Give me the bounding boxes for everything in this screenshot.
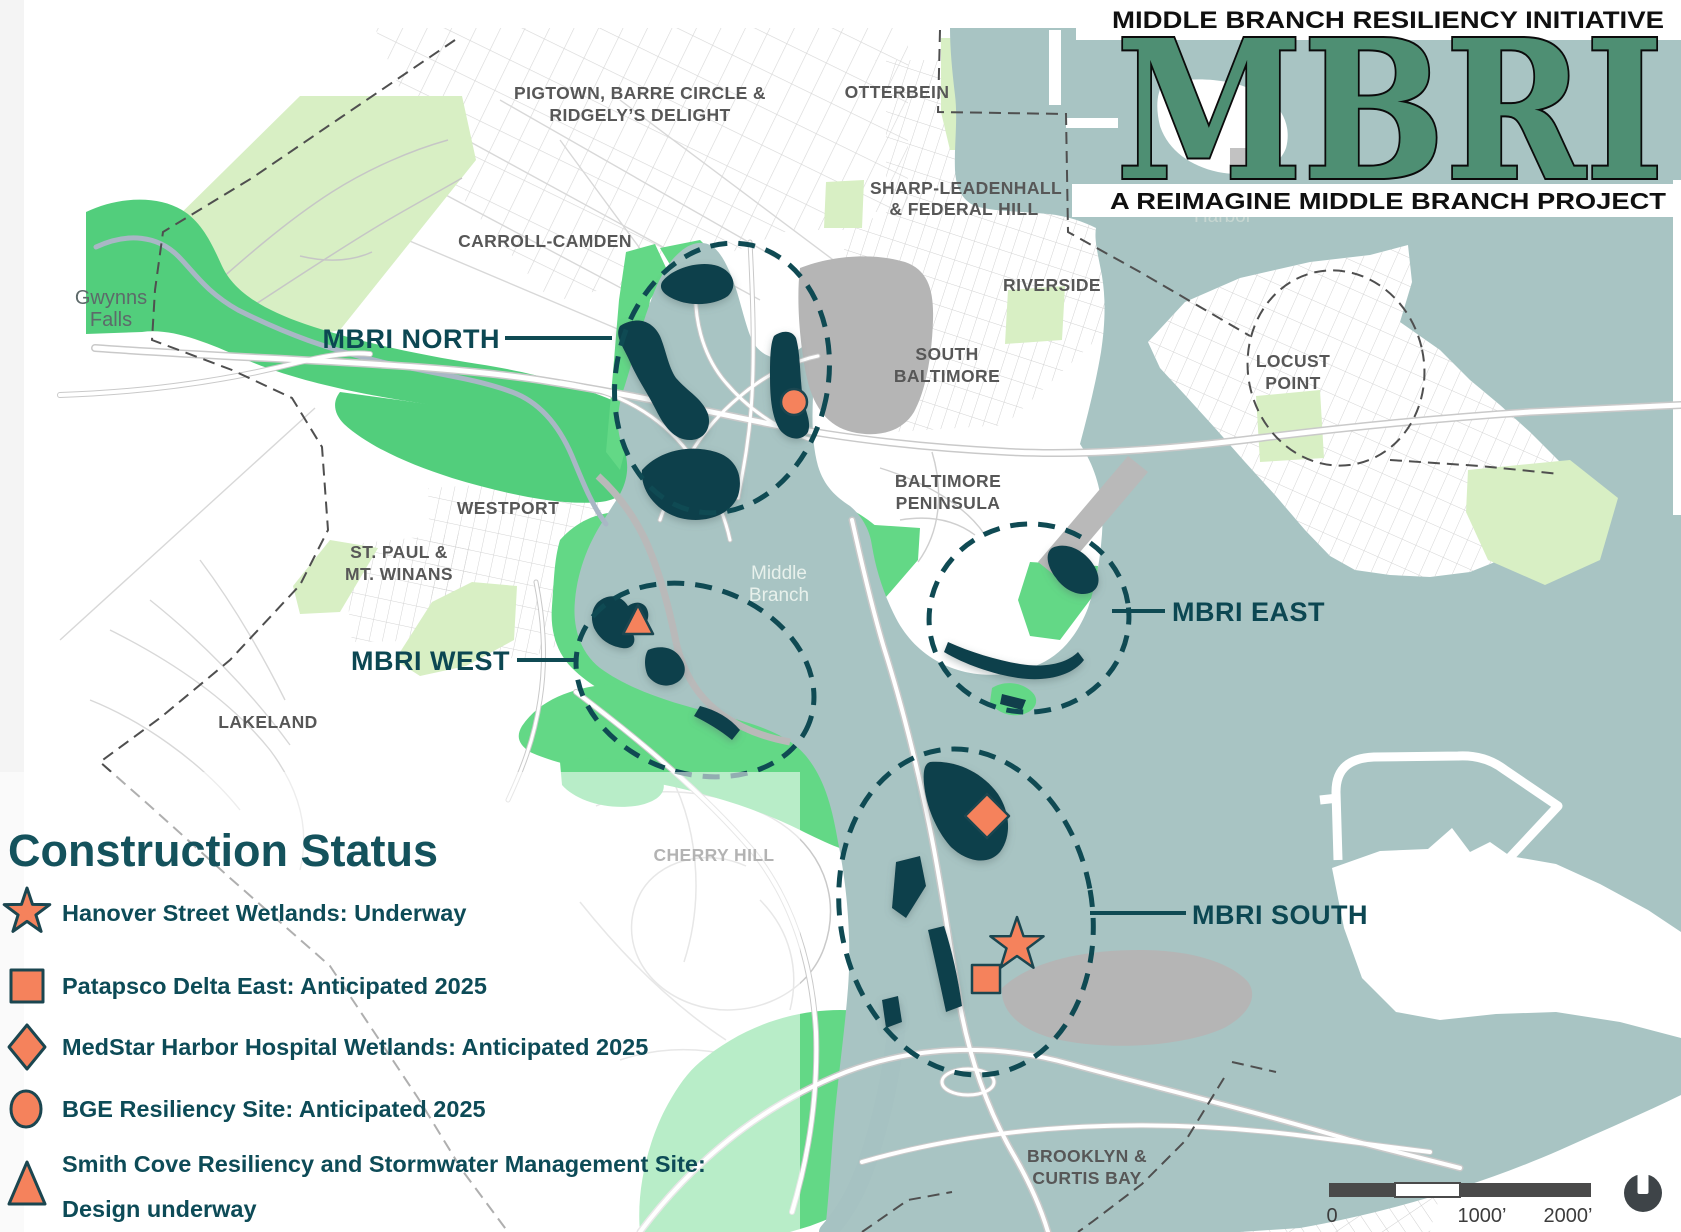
label-mbri-west: MBRI WEST — [351, 646, 510, 676]
title-kicker: MIDDLE BRANCH RESILIENCY INITIATIVE — [1112, 7, 1664, 34]
scale-end: 2000’ — [1544, 1205, 1593, 1227]
label-sharp-leadenhall-2: & FEDERAL HILL — [889, 199, 1038, 219]
mbri-west-ellipse — [573, 580, 817, 780]
label-mbri-south: MBRI SOUTH — [1192, 900, 1368, 930]
hanover-star-marker — [989, 915, 1045, 969]
city-boundary-dashed — [98, 29, 1561, 1232]
scale-zero: 0 — [1326, 1205, 1337, 1227]
square-icon — [9, 968, 45, 1004]
legend-item-smith-cove: Smith Cove Resiliency and Stormwater Man… — [62, 1151, 706, 1177]
zone-labels: MBRI NORTH MBRI WEST MBRI EAST MBRI SOUT… — [323, 324, 1368, 930]
right-margin-strip — [1673, 180, 1681, 515]
medstar-diamond-marker — [963, 792, 1011, 840]
label-sharp-leadenhall: SHARP-LEADENHALL — [870, 178, 1062, 198]
label-locust-point: LOCUST — [1256, 351, 1330, 371]
circle-icon — [9, 1089, 43, 1129]
label-mbri-north: MBRI NORTH — [323, 324, 500, 354]
park-trails — [194, 139, 463, 323]
title-subtitle: A REIMAGINE MIDDLE BRANCH PROJECT — [1110, 188, 1666, 214]
label-south-baltimore-2: BALTIMORE — [894, 366, 1000, 386]
legend-item-medstar: MedStar Harbor Hospital Wetlands: Antici… — [62, 1034, 648, 1060]
harbor-piers — [1049, 30, 1288, 174]
label-baltimore-peninsula-2: PENINSULA — [896, 493, 1001, 513]
label-mbri-east: MBRI EAST — [1172, 597, 1325, 627]
label-pigtown-2: RIDGELY’S DELIGHT — [549, 105, 730, 125]
title-subtitle-bar — [1072, 184, 1681, 217]
legend-heading: Construction Status — [8, 825, 438, 876]
label-middle-branch-2: Branch — [749, 585, 809, 606]
marina-pier — [1319, 751, 1563, 872]
patapsco-river-south — [819, 1003, 907, 1232]
patapsco-square-marker — [970, 963, 1002, 995]
title-block: MIDDLE BRANCH RESILIENCY INITIATIVE MBRI… — [1072, 0, 1681, 226]
legend-item-patapsco: Patapsco Delta East: Anticipated 2025 — [62, 973, 487, 999]
legend-item-smith-cove-2: Design underway — [62, 1196, 257, 1222]
label-pigtown: PIGTOWN, BARRE CIRCLE & — [514, 83, 766, 103]
label-gwynns-falls: Gwynns — [75, 287, 147, 309]
label-st-paul: ST. PAUL & — [350, 542, 448, 562]
legend: Construction Status Hanover Street Wetla… — [0, 772, 800, 1232]
label-baltimore-peninsula: BALTIMORE — [895, 471, 1001, 491]
neighborhood-labels: PIGTOWN, BARRE CIRCLE & RIDGELY’S DELIGH… — [218, 82, 1330, 1188]
label-westport: WESTPORT — [457, 498, 559, 518]
smith-cove-triangle-marker — [621, 603, 655, 636]
legend-item-bge: BGE Resiliency Site: Anticipated 2025 — [62, 1096, 486, 1122]
label-middle-branch: Middle — [751, 563, 807, 584]
label-carroll-camden: CARROLL-CAMDEN — [458, 231, 632, 251]
label-st-paul-2: MT. WINANS — [345, 564, 453, 584]
legend-item-hanover: Hanover Street Wetlands: Underway — [62, 900, 466, 926]
diamond-icon — [7, 1023, 47, 1071]
label-lakeland: LAKELAND — [218, 712, 317, 732]
legend-backing — [0, 772, 800, 1232]
label-otterbein: OTTERBEIN — [845, 82, 950, 102]
bge-circle-marker — [779, 387, 809, 417]
construction-markers — [621, 387, 1045, 995]
label-brooklyn-2: CURTIS BAY — [1032, 1168, 1141, 1188]
label-gwynns-falls-2: Falls — [90, 309, 132, 331]
label-riverside: RIVERSIDE — [1003, 275, 1101, 295]
north-arrow-icon — [1624, 1172, 1662, 1212]
scale-mid: 1000’ — [1458, 1205, 1507, 1227]
triangle-icon — [7, 1160, 47, 1206]
mbri-zones — [505, 240, 1186, 1078]
mbri-south-ellipse — [836, 746, 1096, 1078]
label-south-baltimore: SOUTH — [915, 344, 978, 364]
star-icon — [2, 886, 52, 933]
label-brooklyn: BROOKLYN & — [1027, 1146, 1147, 1166]
hawkins-point-land — [1332, 828, 1681, 1038]
scale-bar: 0 1000’ 2000’ — [1326, 1182, 1593, 1227]
locust-point-land — [1148, 245, 1618, 585]
south-island-wetland — [1000, 694, 1026, 710]
peninsula-streets — [879, 451, 986, 563]
mbri-east-ellipse — [926, 521, 1132, 715]
label-locust-point-2: POINT — [1265, 373, 1320, 393]
title-kicker-bar — [1076, 0, 1681, 40]
roads — [57, 239, 1681, 1232]
mbri-north-ellipse — [612, 240, 832, 516]
